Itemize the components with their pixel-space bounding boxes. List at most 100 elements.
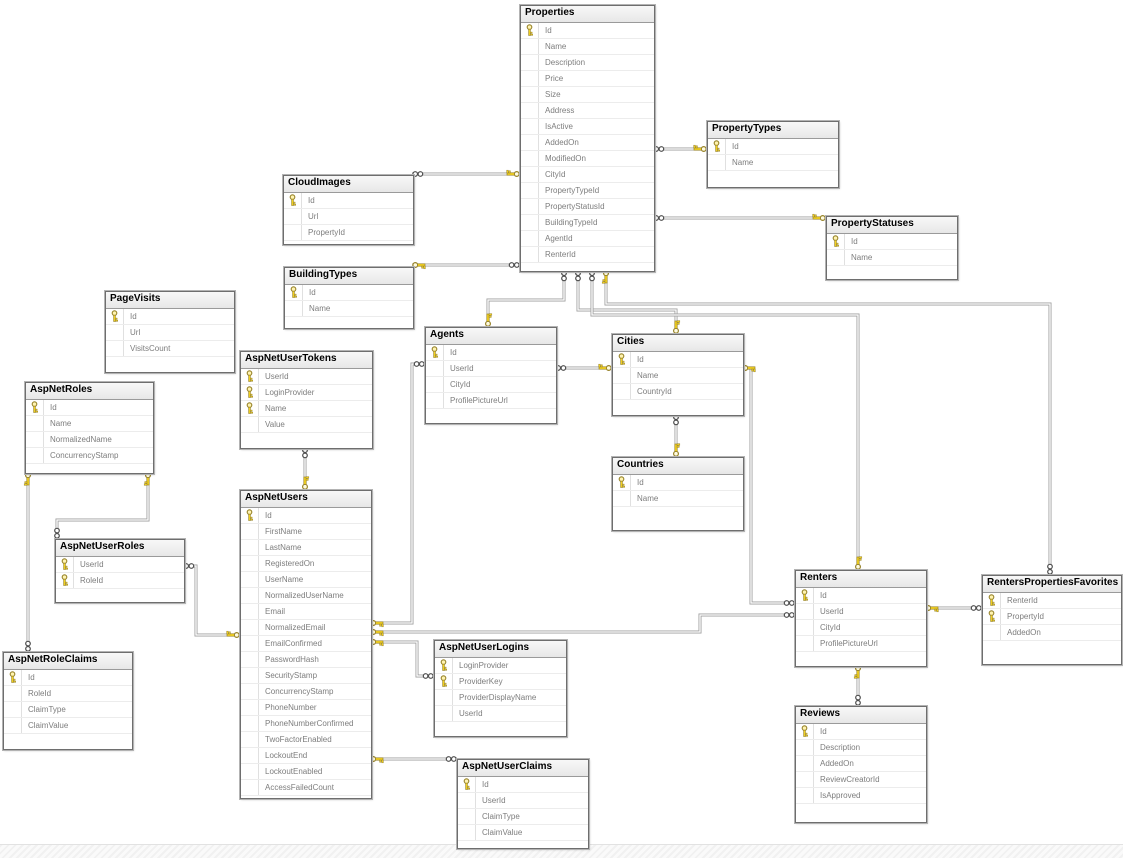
field-row[interactable]: PasswordHash	[241, 652, 371, 668]
relationship-Renters_RentersPropertiesFavorites[interactable]	[925, 604, 982, 613]
table-header[interactable]: RentersPropertiesFavorites	[983, 576, 1121, 593]
table-header[interactable]: AspNetRoleClaims	[4, 653, 132, 670]
field-row[interactable]: RoleId	[4, 686, 132, 702]
relationship-AspNetRoles_AspNetRoleClaims[interactable]	[23, 472, 32, 652]
field-row[interactable]: ReviewCreatorId	[796, 772, 926, 788]
field-row[interactable]: ConcurrencyStamp	[26, 448, 153, 464]
table-header[interactable]: AspNetUserLogins	[435, 641, 566, 658]
field-row[interactable]: Id	[708, 139, 838, 155]
field-row[interactable]: Name	[521, 39, 654, 55]
field-row[interactable]: Name	[613, 491, 743, 507]
table-header[interactable]: BuildingTypes	[285, 268, 413, 285]
table-header[interactable]: Reviews	[796, 707, 926, 724]
field-row[interactable]: Id	[827, 234, 957, 250]
relationship-Agents_Cities[interactable]	[555, 363, 612, 372]
table-header[interactable]: CloudImages	[284, 176, 413, 193]
table-header[interactable]: AspNetUserRoles	[56, 540, 184, 557]
table-header[interactable]: Cities	[613, 335, 743, 352]
field-row[interactable]: AddedOn	[983, 625, 1121, 641]
field-row[interactable]: AddedOn	[796, 756, 926, 772]
table-header[interactable]: AspNetUsers	[241, 491, 371, 508]
field-row[interactable]: AgentId	[521, 231, 654, 247]
field-row[interactable]: Id	[284, 193, 413, 209]
table-header[interactable]: Agents	[426, 328, 556, 345]
field-row[interactable]: FirstName	[241, 524, 371, 540]
field-row[interactable]: Value	[241, 417, 372, 433]
table-header[interactable]: Countries	[613, 458, 743, 475]
field-row[interactable]: BuildingTypeId	[521, 215, 654, 231]
field-row[interactable]: Name	[827, 250, 957, 266]
field-row[interactable]: PropertyId	[284, 225, 413, 241]
field-row[interactable]: RenterId	[521, 247, 654, 263]
field-row[interactable]: UserName	[241, 572, 371, 588]
relationship-Properties_Cities[interactable]	[575, 270, 681, 334]
table-header[interactable]: PropertyTypes	[708, 122, 838, 139]
field-row[interactable]: UserId	[426, 361, 556, 377]
field-row[interactable]: RenterId	[983, 593, 1121, 609]
field-row[interactable]: CityId	[426, 377, 556, 393]
field-row[interactable]: RegisteredOn	[241, 556, 371, 572]
relationship-AspNetUsers_Agents[interactable]	[370, 361, 425, 628]
field-row[interactable]: ModifiedOn	[521, 151, 654, 167]
field-row[interactable]: CityId	[796, 620, 926, 636]
field-row[interactable]: ProviderKey	[435, 674, 566, 690]
field-row[interactable]: Description	[521, 55, 654, 71]
field-row[interactable]: ProviderDisplayName	[435, 690, 566, 706]
relationship-AspNetRoles_AspNetUserRoles[interactable]	[54, 472, 152, 539]
relationship-Renters_Reviews[interactable]	[853, 665, 862, 706]
field-row[interactable]: Url	[284, 209, 413, 225]
field-row[interactable]: Id	[285, 285, 413, 301]
field-row[interactable]: Id	[796, 588, 926, 604]
field-row[interactable]: LoginProvider	[435, 658, 566, 674]
field-row[interactable]: EmailConfirmed	[241, 636, 371, 652]
field-row[interactable]: PhoneNumberConfirmed	[241, 716, 371, 732]
field-row[interactable]: NormalizedEmail	[241, 620, 371, 636]
table-header[interactable]: Properties	[521, 6, 654, 23]
field-row[interactable]: UserId	[56, 557, 184, 573]
field-row[interactable]: Url	[106, 325, 234, 341]
field-row[interactable]: Id	[241, 508, 371, 524]
relationship-Cities_Renters[interactable]	[742, 364, 795, 606]
table-header[interactable]: AspNetUserClaims	[458, 760, 588, 777]
field-row[interactable]: Description	[796, 740, 926, 756]
field-row[interactable]: Name	[241, 401, 372, 417]
table-header[interactable]: AspNetRoles	[26, 383, 153, 400]
relationship-AspNetUsers_AspNetUserClaims[interactable]	[370, 755, 457, 764]
field-row[interactable]: ProfilePictureUrl	[796, 636, 926, 652]
field-row[interactable]: PropertyTypeId	[521, 183, 654, 199]
field-row[interactable]: ClaimType	[4, 702, 132, 718]
field-row[interactable]: Id	[4, 670, 132, 686]
field-row[interactable]: Name	[708, 155, 838, 171]
field-row[interactable]: Size	[521, 87, 654, 103]
field-row[interactable]: LoginProvider	[241, 385, 372, 401]
field-row[interactable]: UserId	[796, 604, 926, 620]
field-row[interactable]: Id	[106, 309, 234, 325]
field-row[interactable]: Name	[613, 368, 743, 384]
relationship-AspNetUsers_AspNetUserLogins[interactable]	[370, 638, 434, 679]
field-row[interactable]: PhoneNumber	[241, 700, 371, 716]
field-row[interactable]: ClaimType	[458, 809, 588, 825]
table-header[interactable]: PageVisits	[106, 292, 234, 309]
field-row[interactable]: IsActive	[521, 119, 654, 135]
field-row[interactable]: Price	[521, 71, 654, 87]
relationship-Properties_PropertyTypes[interactable]	[653, 144, 707, 153]
field-row[interactable]: NormalizedUserName	[241, 588, 371, 604]
field-row[interactable]: AccessFailedCount	[241, 780, 371, 796]
relationship-AspNetUserTokens_AspNetUsers[interactable]	[301, 447, 310, 490]
field-row[interactable]: Name	[26, 416, 153, 432]
field-row[interactable]: ProfilePictureUrl	[426, 393, 556, 409]
